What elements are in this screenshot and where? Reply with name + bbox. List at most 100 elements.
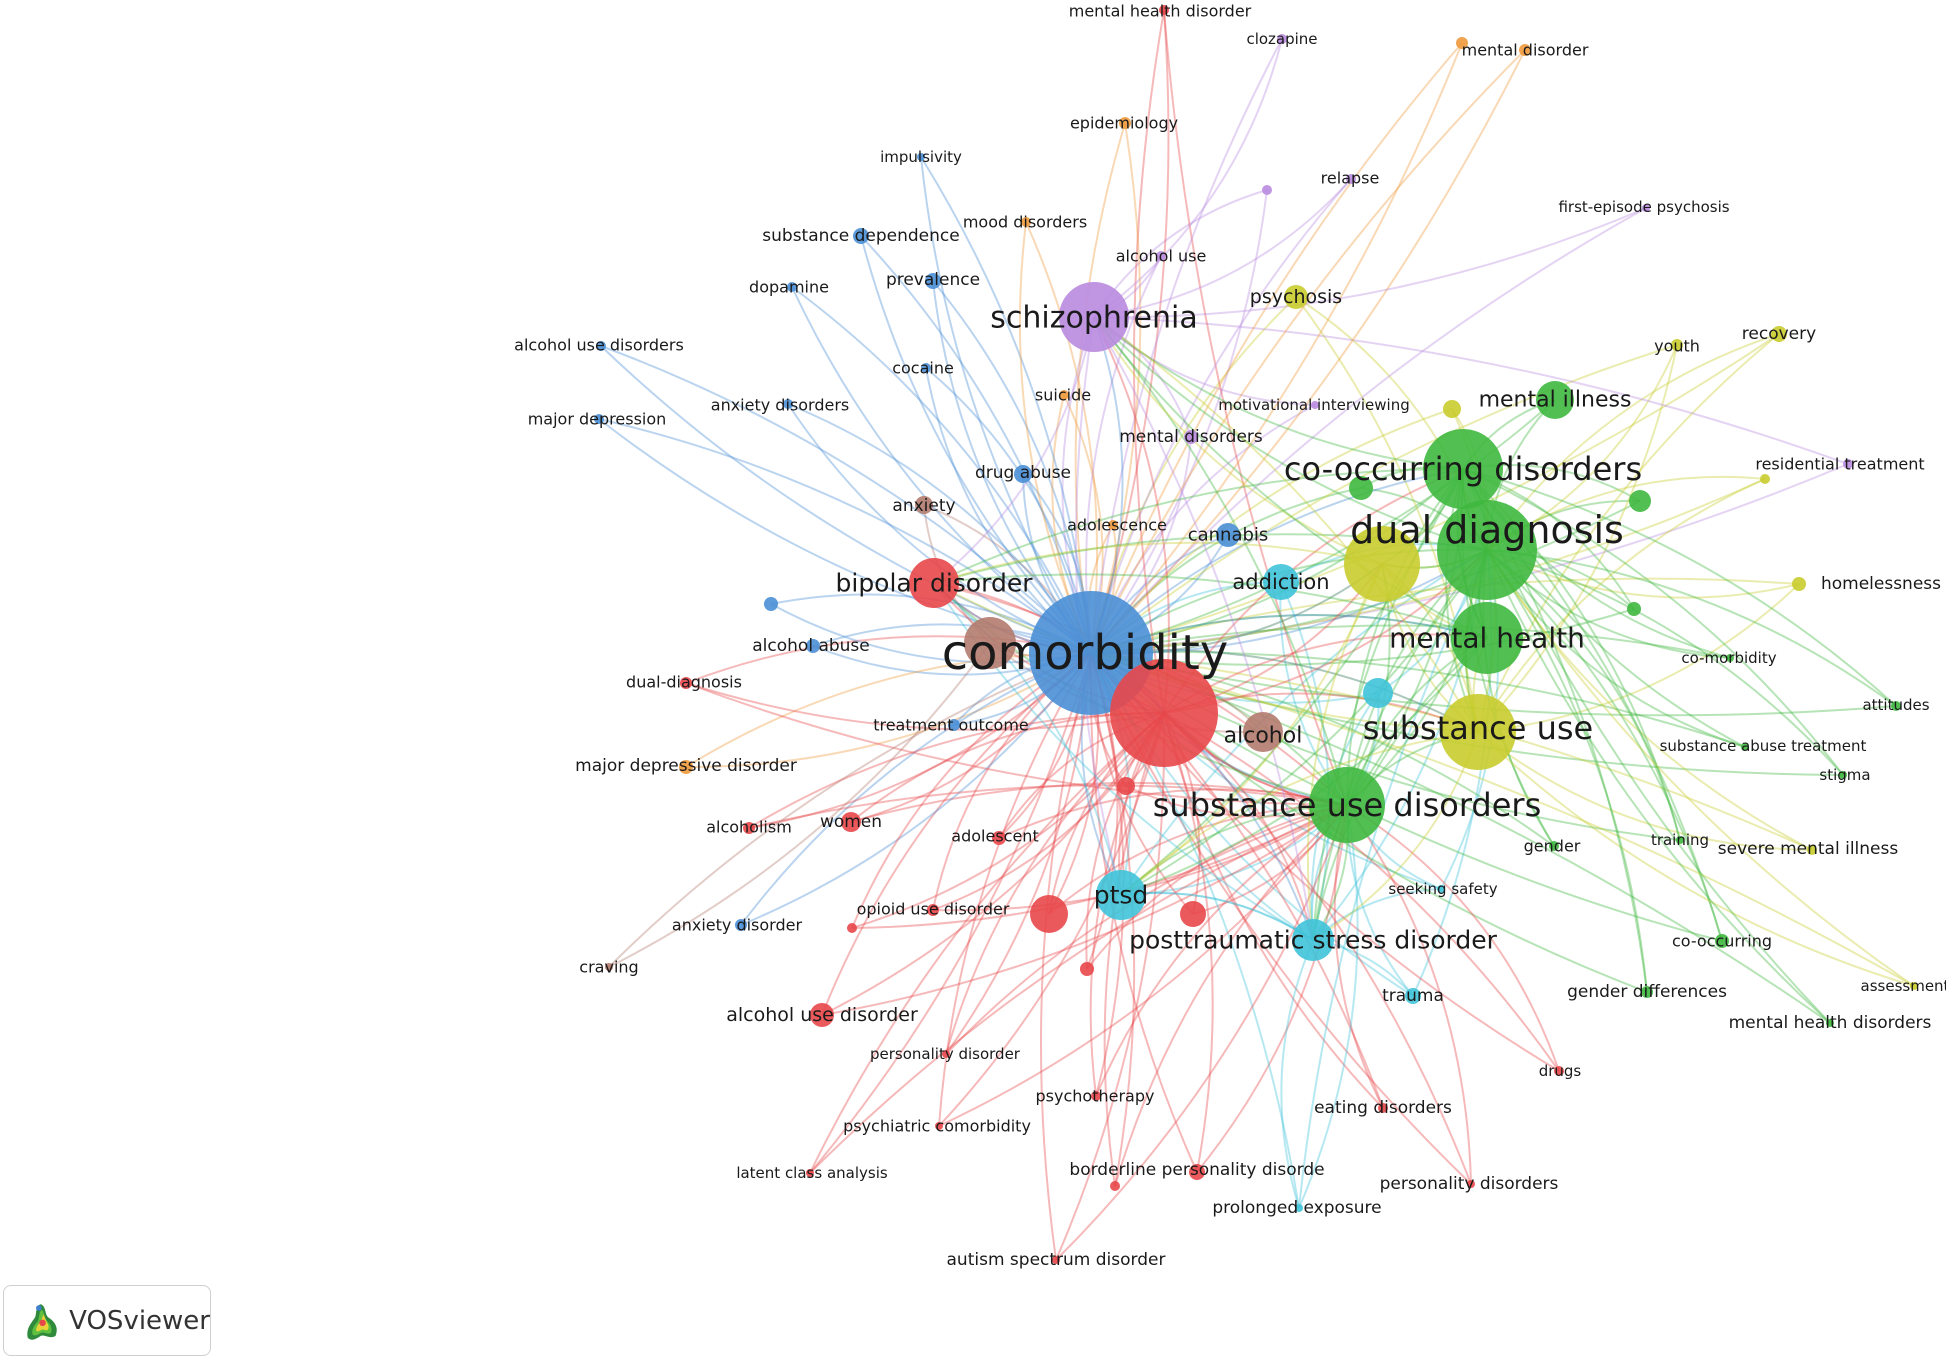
node-mental-disorder[interactable] (1519, 44, 1531, 56)
node-drug-abuse[interactable] (1014, 465, 1032, 483)
node-stigma[interactable] (1839, 771, 1847, 779)
node-brown-center[interactable] (964, 617, 1016, 669)
node-schizophrenia[interactable] (1059, 282, 1129, 352)
node-alcohol-use-disorders[interactable] (596, 341, 606, 351)
node-anxiety-disorders[interactable] (783, 399, 793, 409)
node-personality-disorders[interactable] (1467, 1180, 1475, 1188)
node-cocaine[interactable] (921, 363, 931, 373)
network-link (933, 467, 1464, 584)
node-mental-illness[interactable] (1536, 381, 1574, 419)
node-dopamine[interactable] (787, 282, 797, 292)
node-prevalence[interactable] (925, 273, 941, 289)
label-gender: gender (1524, 837, 1581, 856)
node-first-episode-psychosis[interactable] (1642, 204, 1650, 212)
node-green-small-b[interactable] (1349, 476, 1373, 500)
node-ptsd[interactable] (1096, 870, 1146, 920)
node-mental-health[interactable] (1451, 602, 1523, 674)
node-substance-dependence[interactable] (853, 228, 869, 244)
network-link (1462, 468, 1897, 707)
node-relapse[interactable] (1346, 174, 1356, 184)
node-impulsivity[interactable] (917, 153, 925, 161)
node-motivational-interviewing[interactable] (1311, 401, 1319, 409)
network-link (1120, 563, 1383, 896)
node-severe-mental-illness[interactable] (1807, 845, 1817, 855)
node-green-small-a[interactable] (1629, 490, 1651, 512)
node-major-depression[interactable] (594, 414, 604, 424)
node-psychiatric-comorbidity[interactable] (935, 1122, 943, 1130)
node-red-b[interactable] (1180, 901, 1206, 927)
node-mental-health-disorder[interactable] (1159, 5, 1169, 15)
node-cooccurring[interactable] (1715, 934, 1729, 948)
node-red-a[interactable] (1030, 895, 1068, 933)
node-youth[interactable] (1671, 339, 1683, 351)
node-alcohol[interactable] (1243, 712, 1283, 752)
node-training[interactable] (1676, 836, 1684, 844)
node-gender-differences[interactable] (1641, 986, 1653, 998)
node-substance-use-disorders[interactable] (1309, 767, 1385, 843)
node-mood-disorders[interactable] (1021, 217, 1031, 227)
node-women[interactable] (841, 812, 861, 832)
node-adolescence[interactable] (1108, 520, 1118, 530)
node-alcoholism[interactable] (743, 822, 755, 834)
node-posttraumatic-stress-disorder[interactable] (1292, 919, 1334, 961)
node-red-tiny-a[interactable] (1117, 777, 1135, 795)
node-personality-disorder[interactable] (942, 1050, 950, 1058)
node-orange-tiny[interactable] (1456, 37, 1468, 49)
node-yellow-small[interactable] (1443, 400, 1461, 418)
node-cannabis[interactable] (1216, 523, 1240, 547)
node-seeking-safety[interactable] (1437, 885, 1445, 893)
network-link (809, 652, 1092, 1174)
node-drugs[interactable] (1554, 1066, 1564, 1076)
node-red-tiny-c[interactable] (847, 923, 857, 933)
node-assessment[interactable] (1910, 982, 1918, 990)
node-opioid-use-disorder[interactable] (927, 904, 939, 916)
node-purple-tiny[interactable] (1262, 185, 1272, 195)
node-attitudes[interactable] (1891, 701, 1901, 711)
node-bipolar-disorder[interactable] (909, 558, 959, 608)
node-major-depressive-disorder[interactable] (679, 760, 693, 774)
network-link (1090, 189, 1268, 654)
node-prolonged-exposure[interactable] (1295, 1204, 1303, 1212)
node-yellow-center[interactable] (1344, 526, 1420, 602)
node-eating-disorders[interactable] (1378, 1103, 1388, 1113)
node-autism-spectrum-disorder[interactable] (1052, 1256, 1060, 1264)
node-residential-treatment[interactable] (1843, 459, 1853, 469)
node-adolescent[interactable] (992, 831, 1006, 845)
node-anxiety[interactable] (915, 496, 933, 514)
node-mental-disorders[interactable] (1184, 430, 1198, 444)
node-psychosis[interactable] (1284, 285, 1308, 309)
node-trauma[interactable] (1405, 988, 1421, 1004)
node-psychotherapy[interactable] (1091, 1091, 1101, 1101)
node-green-small-c[interactable] (1627, 602, 1641, 616)
node-latent-class-analysis[interactable] (806, 1169, 814, 1177)
node-dual-diagnosis[interactable] (1437, 500, 1537, 600)
node-borderline-personality-disorder[interactable] (1189, 1164, 1205, 1180)
node-homelessness[interactable] (1792, 577, 1806, 591)
node-cooccurring-disorders[interactable] (1423, 429, 1503, 509)
node-addiction[interactable] (1263, 564, 1299, 600)
node-dual-diagnosis-hyphen[interactable] (680, 677, 692, 689)
node-epidemiology[interactable] (1119, 117, 1131, 129)
node-mental-health-disorders[interactable] (1826, 1019, 1834, 1027)
node-alcohol-abuse[interactable] (806, 639, 820, 653)
node-comorbidity-hyphen[interactable] (1726, 654, 1734, 662)
node-red-tiny-b[interactable] (1080, 962, 1094, 976)
node-recovery[interactable] (1771, 326, 1787, 342)
node-yellow-tiny[interactable] (1760, 474, 1770, 484)
network-link (933, 316, 1095, 584)
node-cyan-small[interactable] (1363, 678, 1393, 708)
node-alcohol-use-disorder[interactable] (810, 1003, 834, 1027)
node-blue-tiny[interactable] (764, 597, 778, 611)
network-link (1090, 122, 1142, 654)
node-suicide[interactable] (1059, 390, 1069, 400)
node-substance-abuse-treatment[interactable] (1741, 743, 1749, 751)
node-red-tiny-d[interactable] (1110, 1181, 1120, 1191)
node-red-center[interactable] (1110, 659, 1218, 767)
node-clozapine[interactable] (1277, 34, 1287, 44)
node-anxiety-disorder[interactable] (735, 919, 747, 931)
node-craving[interactable] (605, 963, 613, 971)
node-treatment-outcome[interactable] (948, 719, 960, 731)
node-alcohol-use[interactable] (1156, 251, 1166, 261)
node-gender[interactable] (1549, 841, 1559, 851)
node-substance-use[interactable] (1440, 694, 1516, 770)
